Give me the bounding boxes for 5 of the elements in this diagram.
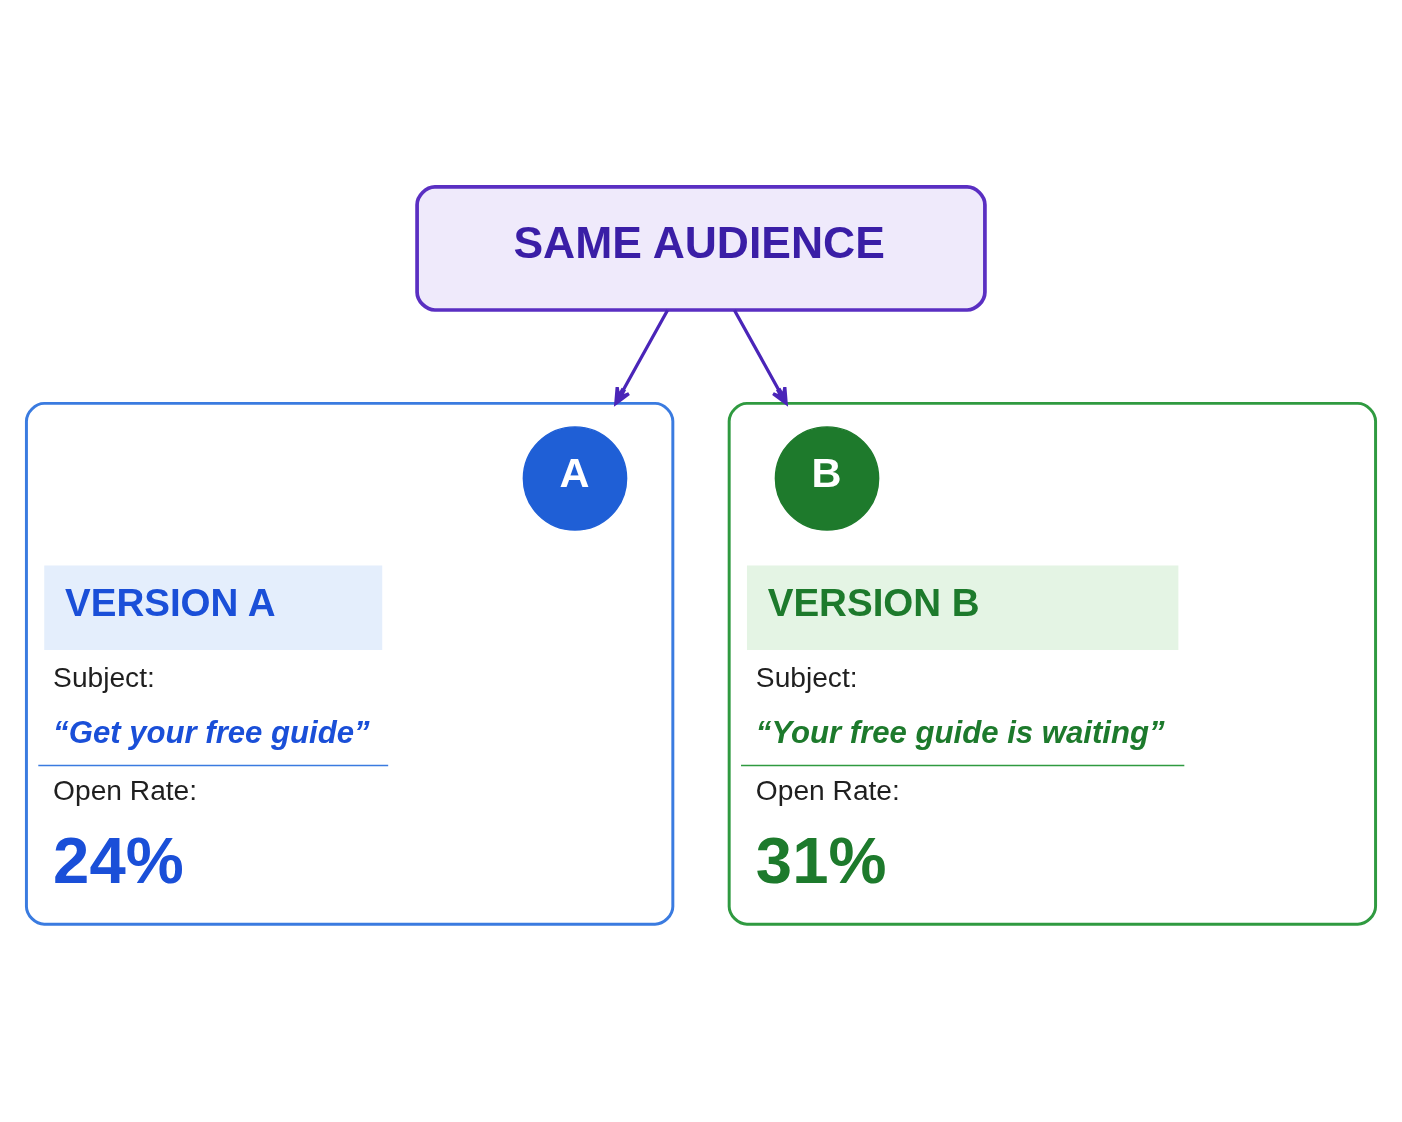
node-circle: A	[522, 425, 628, 531]
node-circle: B	[774, 425, 880, 531]
arrow	[733, 308, 788, 405]
node-box: SAME AUDIENCE	[415, 184, 987, 312]
arrow	[614, 308, 669, 405]
